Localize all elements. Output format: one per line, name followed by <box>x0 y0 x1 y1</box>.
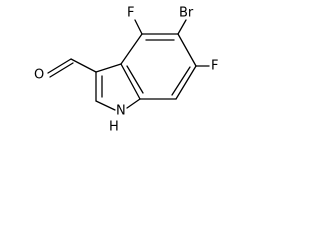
bond-c3a-c7a-double <box>126 65 144 94</box>
bond-c6-c7-double <box>171 66 191 96</box>
atom-hydrogen: H <box>109 120 119 135</box>
bond-aldehyde-c-o-double <box>49 62 74 78</box>
bond-c5-c6 <box>177 33 197 67</box>
atom-oxygen: O <box>34 68 44 83</box>
atom-bromine: Br <box>179 6 194 21</box>
bond-cho-c3 <box>70 58 97 73</box>
atom-labels: O F Br F N H <box>34 6 218 135</box>
bonds <box>47 19 210 111</box>
structural-formula: O F Br F N H <box>34 6 218 135</box>
bond-c6-c7 <box>175 65 197 100</box>
bond-c5-br <box>177 19 187 35</box>
bond-c3a-c4 <box>120 33 143 65</box>
atom-fluorine-right: F <box>211 59 218 74</box>
bond-c3-c3a <box>95 63 122 73</box>
atom-nitrogen: N <box>116 104 126 119</box>
bond-c2-n1 <box>95 100 116 111</box>
atom-fluorine-top: F <box>127 6 134 21</box>
bond-n1-c7a <box>126 98 141 109</box>
bond-c4-f <box>134 19 143 35</box>
bond-c7a-c3a <box>120 63 141 100</box>
bond-aldehyde-c-o <box>47 58 72 74</box>
